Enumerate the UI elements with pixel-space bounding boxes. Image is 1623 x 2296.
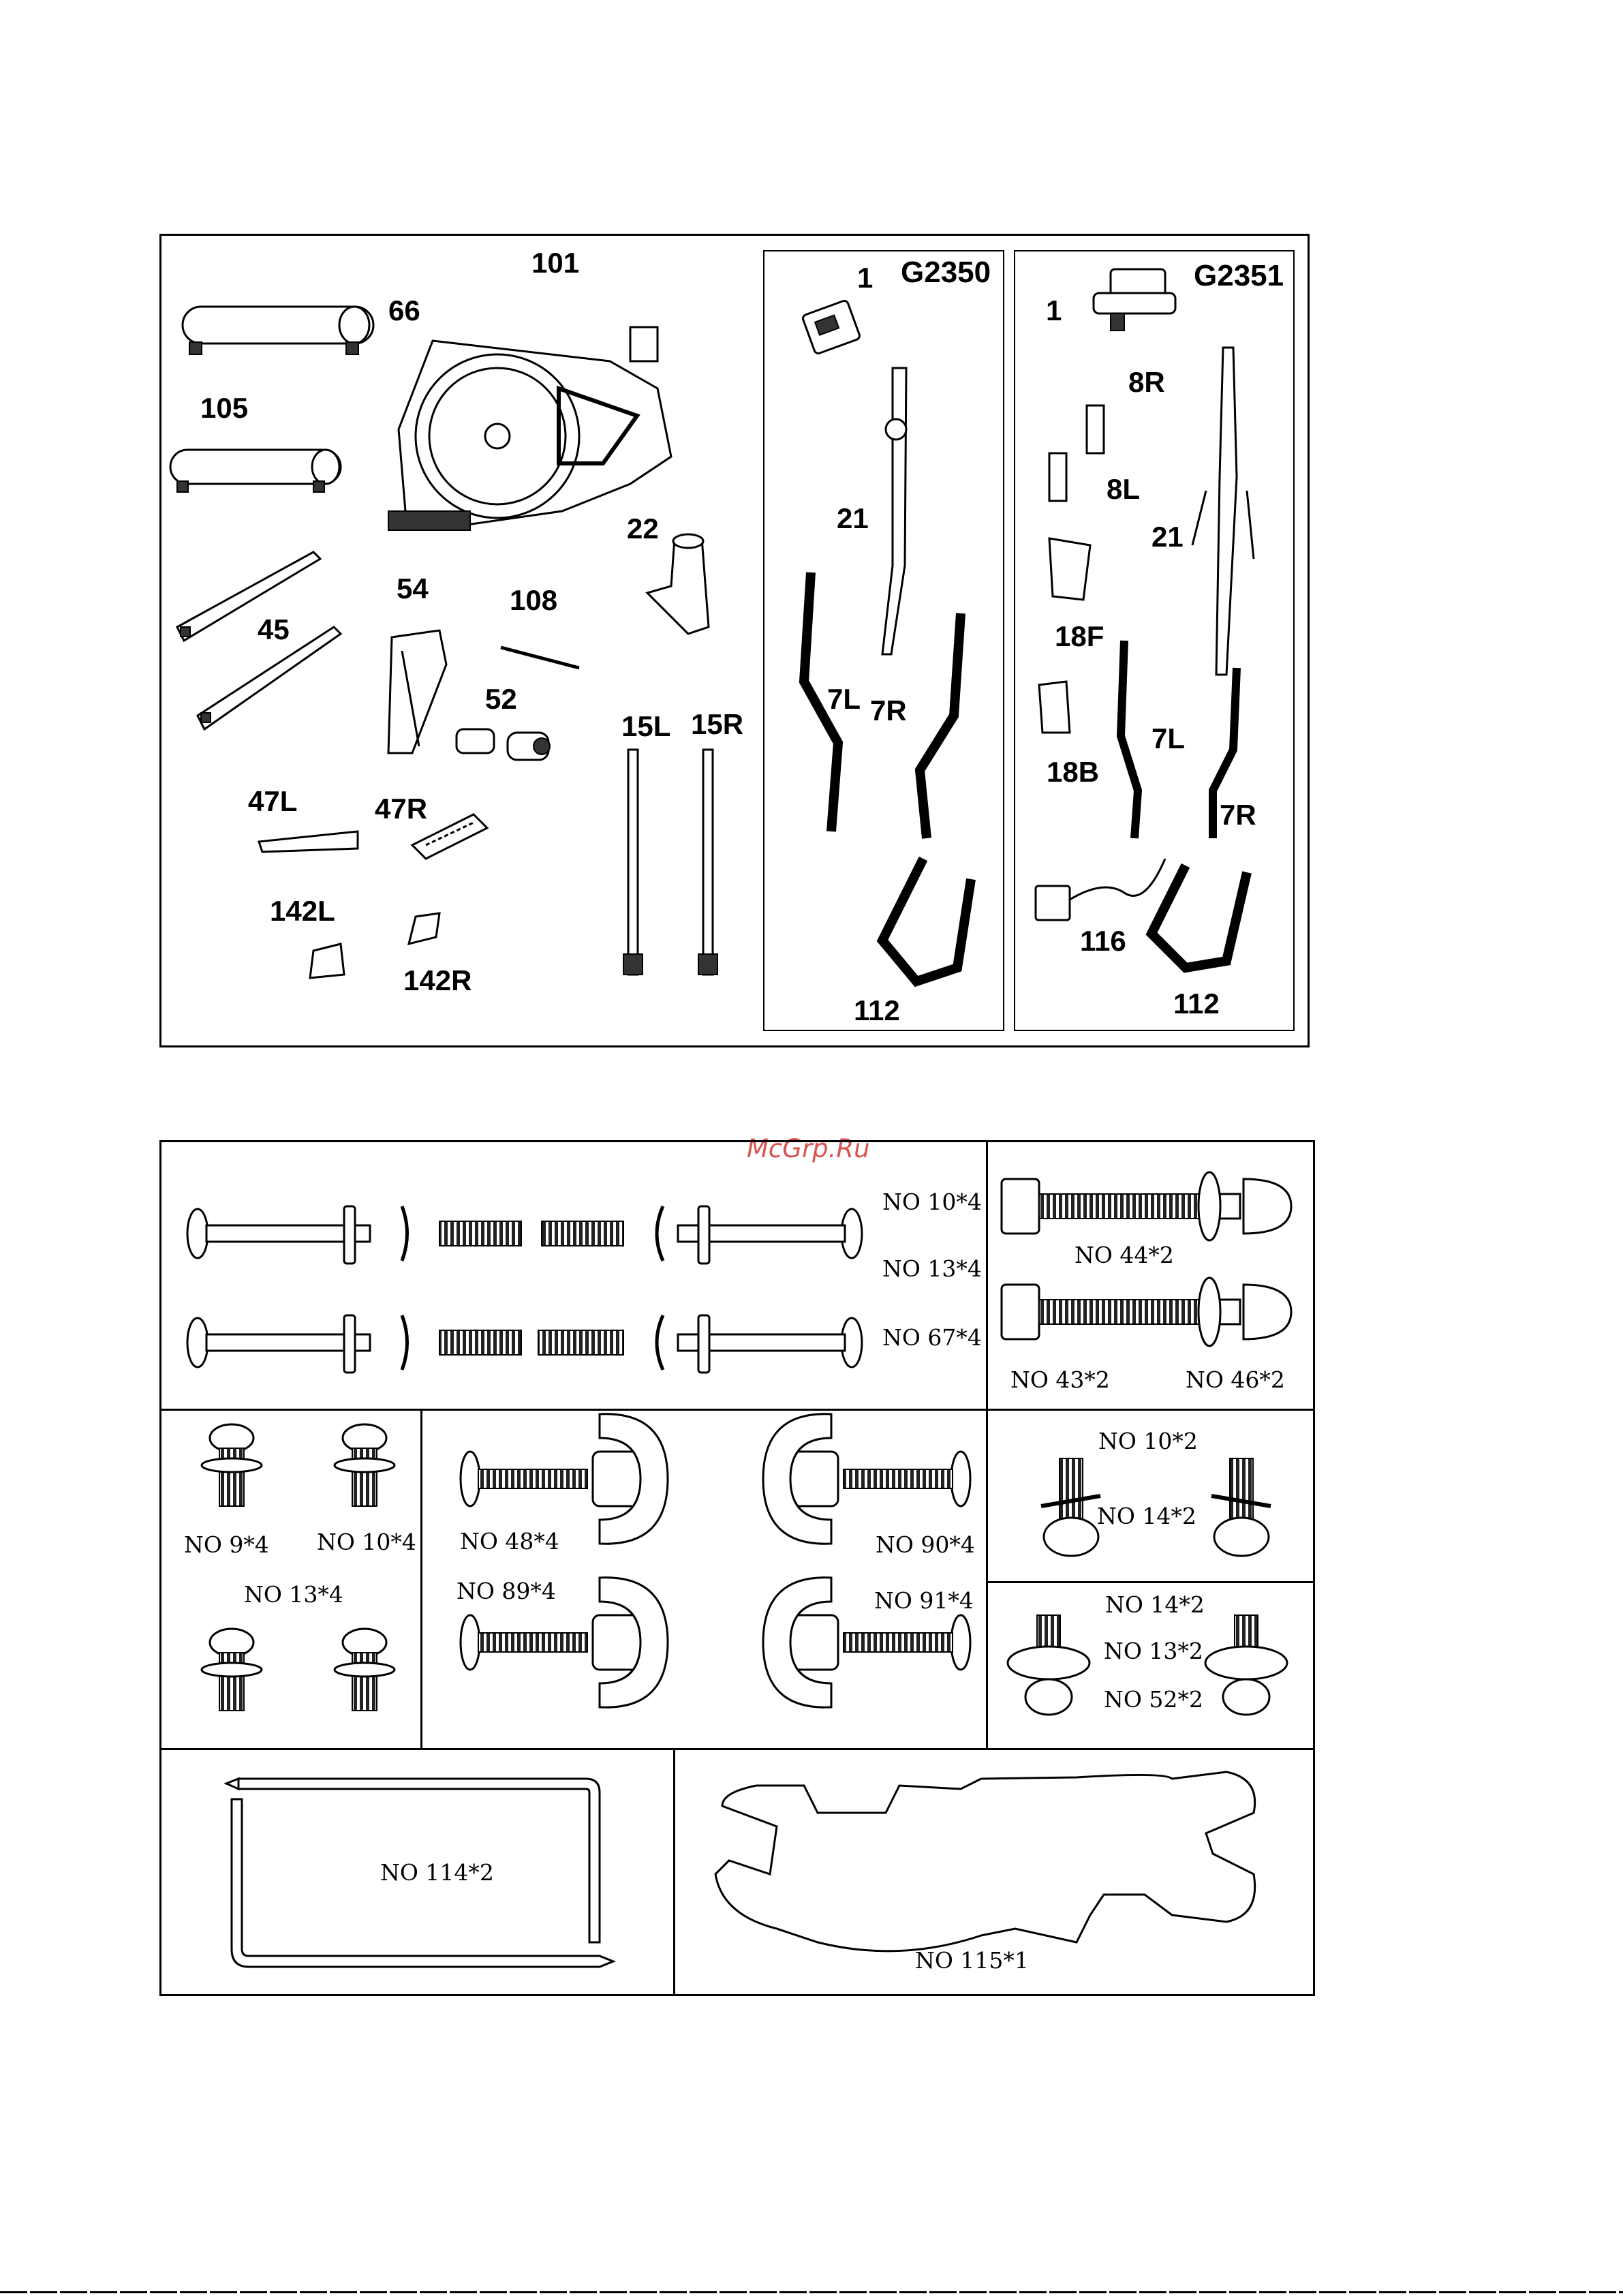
g2351-label-8r: 8R: [1128, 368, 1165, 397]
label-142l: 142L: [270, 897, 335, 925]
hw-label-hex-44: NO 44*2: [1075, 1244, 1174, 1266]
hw-label-washer-b-13: NO 13*2: [1104, 1640, 1203, 1662]
label-66: 66: [388, 296, 420, 325]
g2351-label-8l: 8L: [1107, 475, 1140, 504]
hw-label-knob-89: NO 89*4: [457, 1580, 556, 1602]
part-142r-drawing: [402, 906, 450, 954]
washer-screws-b-drawing: [1002, 1608, 1301, 1738]
part-47l-drawing: [256, 818, 365, 859]
g2350-label-7l: 7L: [827, 685, 861, 714]
g2351-cover-18b-drawing: [1032, 678, 1080, 739]
g2350-label-1: 1: [857, 264, 873, 292]
hw-label-hex-46: NO 46*2: [1186, 1368, 1285, 1391]
knobs-drawing: [450, 1411, 981, 1738]
hw-label-knob-91: NO 91*4: [874, 1589, 974, 1612]
label-45: 45: [258, 615, 290, 644]
label-52: 52: [485, 685, 517, 714]
part-66-drawing: [176, 300, 387, 388]
hw-label-knob-90: NO 90*4: [876, 1533, 975, 1556]
page-bottom-line: [0, 2291, 1623, 2293]
hw-divider-col-right: [986, 1140, 988, 1749]
hw-label-wrench-115: NO 115*1: [915, 1949, 1029, 1972]
hw-label-hex-43: NO 43*2: [1010, 1368, 1110, 1391]
label-15l: 15L: [621, 712, 670, 741]
part-15l-drawing: [613, 750, 654, 981]
part-52-drawing: [450, 716, 559, 770]
hw-label-knob-48: NO 48*4: [460, 1530, 559, 1552]
g2351-handlebar-112-drawing: [1145, 859, 1267, 981]
hw-label-long-10: NO 10*4: [882, 1191, 982, 1213]
hw-label-washer-a-14: NO 14*2: [1097, 1505, 1196, 1527]
g2351-label-1: 1: [1046, 296, 1062, 325]
hw-label-washer-a-10: NO 10*2: [1098, 1430, 1198, 1452]
g2350-label-112: 112: [854, 996, 900, 1025]
part-108-drawing: [497, 641, 586, 675]
hw-label-small-10: NO 10*4: [317, 1531, 416, 1553]
hw-label-long-67: NO 67*4: [882, 1326, 982, 1349]
label-54: 54: [397, 575, 429, 603]
g2351-label-21: 21: [1151, 523, 1184, 551]
g2351-label-18f: 18F: [1055, 622, 1104, 651]
g2351-model-label: G2351: [1194, 261, 1284, 291]
hw-divider-right-split: [986, 1581, 1315, 1583]
g2350-label-21: 21: [837, 504, 869, 533]
label-105: 105: [200, 394, 248, 423]
g2351-label-18b: 18B: [1047, 758, 1099, 786]
label-108: 108: [510, 586, 557, 615]
small-screws-drawing: [184, 1418, 416, 1738]
hw-label-washer-b-52: NO 52*2: [1104, 1688, 1203, 1711]
g2350-label-7r: 7R: [870, 697, 907, 725]
g2350-handlebar-112-drawing: [855, 852, 991, 1002]
g2351-label-112: 112: [1173, 990, 1220, 1018]
label-47l: 47L: [248, 787, 297, 816]
hw-label-small-13: NO 13*4: [244, 1583, 343, 1606]
g2350-model-label: G2350: [901, 258, 991, 288]
g2351-cover-18f-drawing: [1042, 532, 1097, 607]
part-22-drawing: [640, 532, 722, 641]
label-142r: 142R: [403, 966, 472, 995]
long-bolts-drawing: [181, 1152, 882, 1397]
g2351-console-drawing: [1083, 266, 1179, 341]
part-105-drawing: [167, 443, 351, 518]
hw-divider-col-left: [420, 1409, 422, 1749]
g2351-label-7r: 7R: [1220, 801, 1256, 829]
hw-label-small-9: NO 9*4: [184, 1533, 269, 1556]
part-101-drawing: [385, 320, 698, 545]
g2351-label-7l: 7L: [1151, 724, 1185, 753]
label-101: 101: [531, 249, 579, 277]
hw-label-washer-b-14: NO 14*2: [1105, 1593, 1205, 1616]
hw-label-allen-114: NO 114*2: [380, 1861, 494, 1884]
g2351-label-116: 116: [1080, 927, 1126, 955]
label-22: 22: [627, 515, 659, 543]
label-15r: 15R: [691, 710, 743, 739]
hw-divider-row2: [159, 1748, 1315, 1750]
g2350-console-drawing: [801, 300, 862, 368]
label-47r: 47R: [375, 795, 427, 823]
part-142l-drawing: [303, 937, 351, 985]
part-54-drawing: [378, 624, 453, 760]
hw-divider-bottom: [673, 1748, 675, 1996]
hw-label-long-13: NO 13*4: [882, 1257, 982, 1280]
part-15r-drawing: [688, 750, 729, 981]
